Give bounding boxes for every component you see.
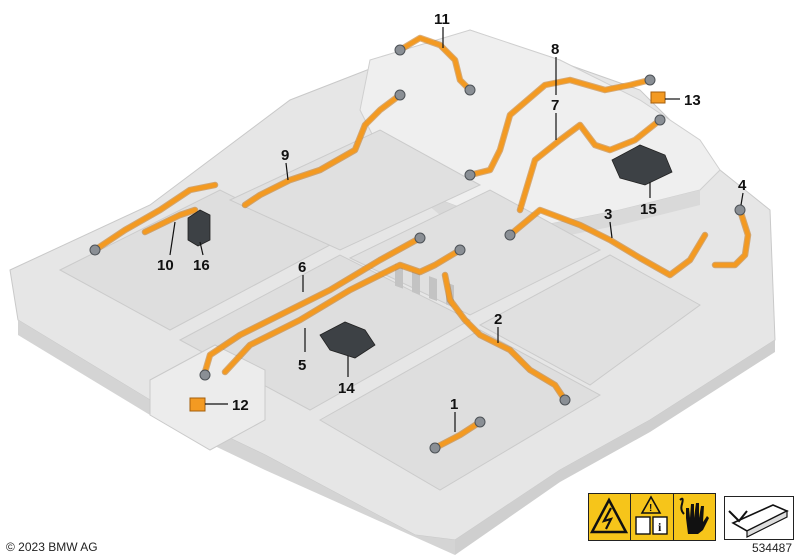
battery-housing (9, 29, 776, 555)
bracket-14 (319, 321, 376, 359)
callout-2: 2 (494, 311, 502, 328)
callouts: 11 8 7 9 10 16 3 4 6 5 2 1 14 12 13 15 (157, 11, 747, 414)
callout-15: 15 (640, 201, 657, 218)
view-direction-icon (724, 496, 794, 540)
copyright-text: © 2023 BMW AG (6, 540, 98, 554)
callout-4: 4 (738, 177, 747, 194)
warning-symbols: ! i (588, 493, 716, 541)
diagram-number: 534487 (751, 541, 792, 555)
callout-14: 14 (338, 380, 355, 397)
callout-6: 6 (298, 259, 306, 276)
part-13 (650, 91, 666, 104)
brackets (187, 91, 673, 412)
callout-8: 8 (551, 41, 559, 58)
cable-10 (92, 182, 218, 253)
callout-16: 16 (193, 257, 210, 274)
svg-text:!: ! (649, 503, 652, 514)
svg-text:i: i (658, 520, 662, 534)
cable-1 (432, 419, 483, 451)
bracket-16 (187, 209, 211, 247)
cable-11 (397, 35, 473, 93)
manual-info-icon: ! i (631, 494, 674, 540)
callout-9: 9 (281, 147, 289, 164)
callout-3: 3 (604, 206, 612, 223)
callout-12: 12 (232, 397, 249, 414)
callout-1: 1 (450, 396, 458, 413)
cable-3 (507, 207, 708, 278)
callout-10: 10 (157, 257, 174, 274)
cable-8 (467, 77, 653, 178)
hand-protection-icon (674, 494, 715, 540)
cable-9 (242, 92, 403, 208)
callout-11: 11 (434, 11, 450, 28)
callout-7: 7 (551, 97, 559, 114)
bracket-15 (611, 144, 673, 186)
part-12 (189, 397, 206, 412)
callout-5: 5 (298, 357, 306, 374)
high-voltage-warning-icon (589, 494, 632, 540)
cable-6 (202, 235, 423, 375)
cable-connectors (89, 44, 746, 454)
leader-lines (169, 27, 744, 432)
hv-cables (91, 34, 752, 452)
cable-7 (517, 117, 663, 213)
cable-4 (712, 207, 751, 268)
cable-2 (442, 272, 568, 403)
callout-13: 13 (684, 92, 701, 109)
cable-5 (222, 247, 463, 375)
